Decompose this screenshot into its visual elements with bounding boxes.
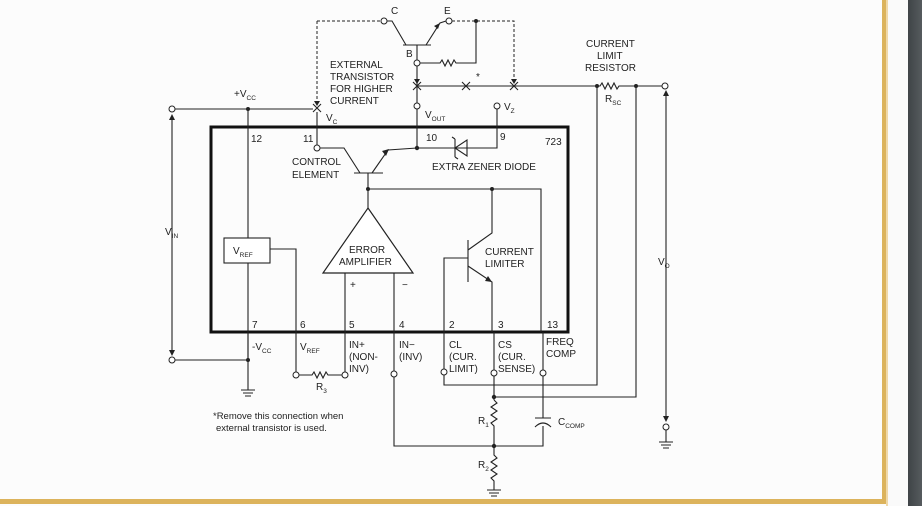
svg-text:(INV): (INV) — [399, 352, 422, 363]
vc-label: VC — [326, 113, 338, 126]
svg-text:ERROR: ERROR — [349, 245, 385, 256]
in-plus-label: IN+ (NON- INV) — [349, 340, 378, 375]
vcc-minus-label: -VCC — [252, 342, 272, 355]
svg-text:RESISTOR: RESISTOR — [585, 63, 636, 74]
pin-13: 13 — [547, 320, 559, 331]
regulator-schematic: 723 C E B EXTERNAL TRANSISTOR FOR HIGHER… — [165, 6, 673, 497]
base-label: B — [406, 49, 413, 60]
zener-diode-icon — [451, 136, 468, 160]
current-limiter-label: CURRENT LIMITER — [485, 247, 534, 270]
external-transistor — [314, 17, 517, 106]
svg-text:(CUR.: (CUR. — [449, 352, 477, 363]
svg-text:IN−: IN− — [399, 340, 415, 351]
collector-label: C — [391, 6, 398, 17]
ic-723-box — [209, 125, 570, 334]
vin-plus-terminal — [168, 105, 176, 113]
vref-block-label: VREF — [233, 246, 253, 259]
pin-12: 12 — [251, 134, 263, 145]
error-amplifier-label: ERROR AMPLIFIER — [339, 245, 392, 268]
svg-text:CURRENT: CURRENT — [586, 39, 635, 50]
document-page — [0, 0, 882, 500]
svg-text:LIMIT: LIMIT — [597, 51, 623, 62]
r3-label: R3 — [316, 382, 327, 395]
r1-resistor — [490, 399, 498, 446]
svg-text:COMP: COMP — [546, 349, 576, 360]
svg-text:CS: CS — [498, 340, 512, 351]
svg-text:FOR HIGHER: FOR HIGHER — [330, 84, 393, 95]
pin-7: 7 — [252, 320, 258, 331]
in-minus-label: IN− (INV) — [399, 340, 422, 363]
svg-text:FREQ: FREQ — [546, 337, 574, 348]
page-border-right-highlight — [886, 0, 888, 506]
svg-text:INV): INV) — [349, 364, 369, 375]
vref-block — [223, 237, 271, 264]
viewer-gutter — [888, 0, 908, 506]
pin-4: 4 — [399, 320, 405, 331]
svg-text:AMPLIFIER: AMPLIFIER — [339, 257, 392, 268]
error-amplifier-triangle — [321, 206, 415, 274]
svg-text:ELEMENT: ELEMENT — [292, 170, 339, 181]
emitter-label: E — [444, 6, 451, 17]
pin-3: 3 — [498, 320, 504, 331]
page-border-right — [882, 0, 886, 504]
svg-text:CURRENT: CURRENT — [485, 247, 534, 258]
pin-11: 11 — [303, 134, 314, 145]
svg-text:EXTERNAL: EXTERNAL — [330, 60, 383, 71]
vz-terminal — [493, 102, 501, 110]
svg-text:IN+: IN+ — [349, 340, 365, 351]
pin-10: 10 — [426, 133, 438, 144]
zener-label: EXTRA ZENER DIODE — [432, 162, 536, 173]
freq-comp-label: FREQ COMP — [546, 337, 576, 360]
svg-text:CONTROL: CONTROL — [292, 157, 341, 168]
svg-text:CL: CL — [449, 340, 462, 351]
r2-label: R2 — [478, 460, 489, 473]
svg-text:TRANSISTOR: TRANSISTOR — [330, 72, 394, 83]
pin-2: 2 — [449, 320, 455, 331]
svg-text:(NON-: (NON- — [349, 352, 378, 363]
ccomp-capacitor — [534, 417, 552, 428]
svg-text:CURRENT: CURRENT — [330, 96, 379, 107]
svg-text:external transistor is used.: external transistor is used. — [216, 423, 327, 434]
pin-9: 9 — [500, 132, 506, 143]
footnote: *Remove this connection when external tr… — [213, 411, 343, 434]
vin-label: VIN — [165, 227, 178, 240]
vcc-plus-label: +VCC — [234, 89, 256, 102]
output-rail — [416, 66, 662, 148]
svg-text:SENSE): SENSE) — [498, 364, 535, 375]
external-transistor-label: EXTERNAL TRANSISTOR FOR HIGHER CURRENT — [330, 60, 394, 107]
vo-label: VO — [658, 257, 670, 270]
vout-terminal — [413, 102, 421, 110]
vz-label: VZ — [504, 102, 515, 115]
r3-resistor — [299, 370, 342, 380]
svg-text:LIMITER: LIMITER — [485, 259, 524, 270]
r1-label: R1 — [478, 416, 489, 429]
r2-resistor — [487, 446, 501, 497]
minus-sign: − — [402, 280, 408, 291]
vref-pin-label: VREF — [300, 342, 320, 355]
pin-5: 5 — [349, 320, 355, 331]
svg-text:LIMIT): LIMIT) — [449, 364, 478, 375]
control-element-label: CONTROL ELEMENT — [292, 157, 341, 181]
page-border-bottom — [0, 499, 886, 504]
ccomp-label: CCOMP — [558, 417, 585, 430]
chip-label: 723 — [545, 137, 562, 148]
pin-6: 6 — [300, 320, 306, 331]
svg-text:*Remove this connection when: *Remove this connection when — [213, 411, 343, 422]
current-limit-label: CURRENT LIMIT RESISTOR — [585, 39, 636, 74]
rsc-label: RSC — [605, 94, 622, 107]
asterisk-mark: * — [476, 72, 480, 83]
plus-sign: + — [350, 280, 356, 291]
cs-label: CS (CUR. SENSE) — [498, 340, 535, 375]
vertical-scrollbar[interactable] — [908, 0, 922, 506]
vin-minus-terminal — [168, 356, 176, 364]
svg-text:(CUR.: (CUR. — [498, 352, 526, 363]
output-terminal — [661, 82, 669, 90]
vout-label: VOUT — [425, 110, 445, 123]
cl-label: CL (CUR. LIMIT) — [449, 340, 478, 375]
